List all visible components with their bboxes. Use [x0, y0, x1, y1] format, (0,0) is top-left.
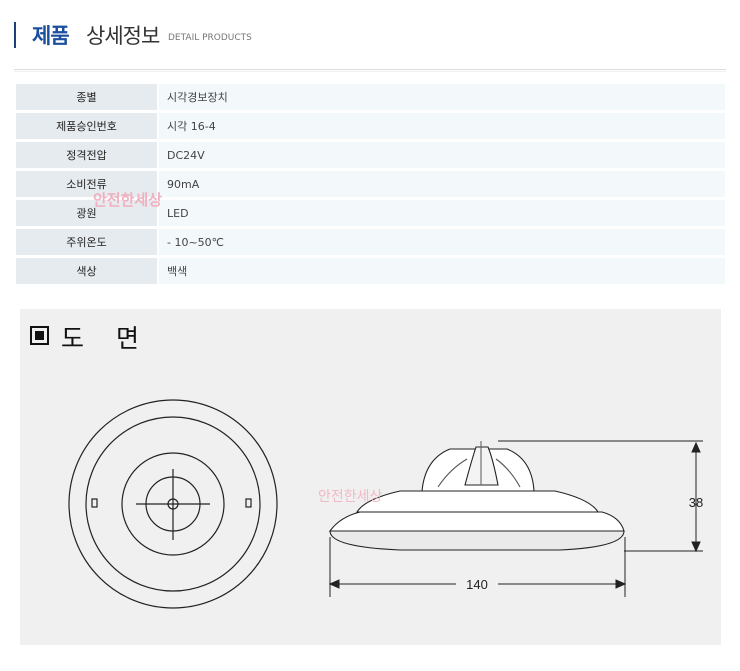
mounting-hole-left	[91, 498, 98, 508]
table-row: 광원 LED	[16, 200, 725, 226]
drawing-panel: 도 면	[20, 309, 721, 645]
dome-rib-left	[437, 458, 468, 488]
spec-value: DC24V	[159, 142, 725, 168]
drawing-title: 도 면	[30, 319, 151, 355]
header-divider	[14, 69, 726, 70]
header-accent-bar	[14, 22, 16, 48]
spec-value: - 10~50℃	[159, 229, 725, 255]
top-view-drawing	[68, 399, 278, 609]
width-dimension-label: 140	[466, 577, 488, 592]
base-flange-shape	[329, 530, 625, 551]
spec-label: 제품승인번호	[16, 113, 159, 139]
table-row: 제품승인번호 시각 16-4	[16, 113, 725, 139]
table-row: 종별 시각경보장치	[16, 84, 725, 110]
square-bullet-icon	[30, 326, 49, 345]
spec-table: 종별 시각경보장치 제품승인번호 시각 16-4 정격전압 DC24V 소비전류…	[16, 81, 725, 287]
watermark-text: 안전한세상	[93, 191, 163, 209]
arrow-left-icon	[328, 579, 340, 589]
side-view-drawing	[328, 441, 625, 551]
outer-rim-circle	[68, 399, 278, 609]
arrow-down-icon	[691, 541, 701, 553]
table-row: 색상 백색	[16, 258, 725, 284]
dome-rib-right	[495, 458, 521, 488]
watermark-text-drawing: 안전한세상	[318, 489, 383, 505]
header-divider-shadow	[14, 71, 726, 72]
table-row: 정격전압 DC24V	[16, 142, 725, 168]
spec-label: 광원	[16, 200, 159, 226]
spec-label: 종별	[16, 84, 159, 110]
width-label-bg	[456, 574, 498, 592]
arrow-right-icon	[615, 579, 627, 589]
height-dimension-label: 38	[689, 495, 703, 510]
spec-value: 시각 16-4	[159, 113, 725, 139]
spec-value: 백색	[159, 258, 725, 284]
lens-outer-circle	[121, 452, 225, 556]
technical-drawing: 140 38	[68, 399, 703, 609]
spec-label: 소비전류	[16, 171, 159, 197]
header-subtitle: DETAIL PRODUCTS	[168, 33, 252, 43]
header-title-bold: 제품	[32, 24, 70, 48]
mounting-hole-right	[245, 498, 252, 508]
table-row: 소비전류 90mA	[16, 171, 725, 197]
arrow-up-icon	[691, 441, 701, 453]
section-header: 제품 상세정보 DETAIL PRODUCTS	[14, 18, 726, 52]
spec-value: 시각경보장치	[159, 84, 725, 110]
table-row: 주위온도 - 10~50℃	[16, 229, 725, 255]
spec-value: LED	[159, 200, 725, 226]
flange-top-shape	[328, 511, 625, 532]
spec-label: 주위온도	[16, 229, 159, 255]
spec-label: 색상	[16, 258, 159, 284]
header-title: 상세정보	[86, 24, 160, 48]
drawing-title-text: 도 면	[61, 324, 151, 353]
spec-label: 정격전압	[16, 142, 159, 168]
spec-value: 90mA	[159, 171, 725, 197]
base-circle	[85, 416, 261, 592]
housing-body-shape	[356, 490, 599, 513]
